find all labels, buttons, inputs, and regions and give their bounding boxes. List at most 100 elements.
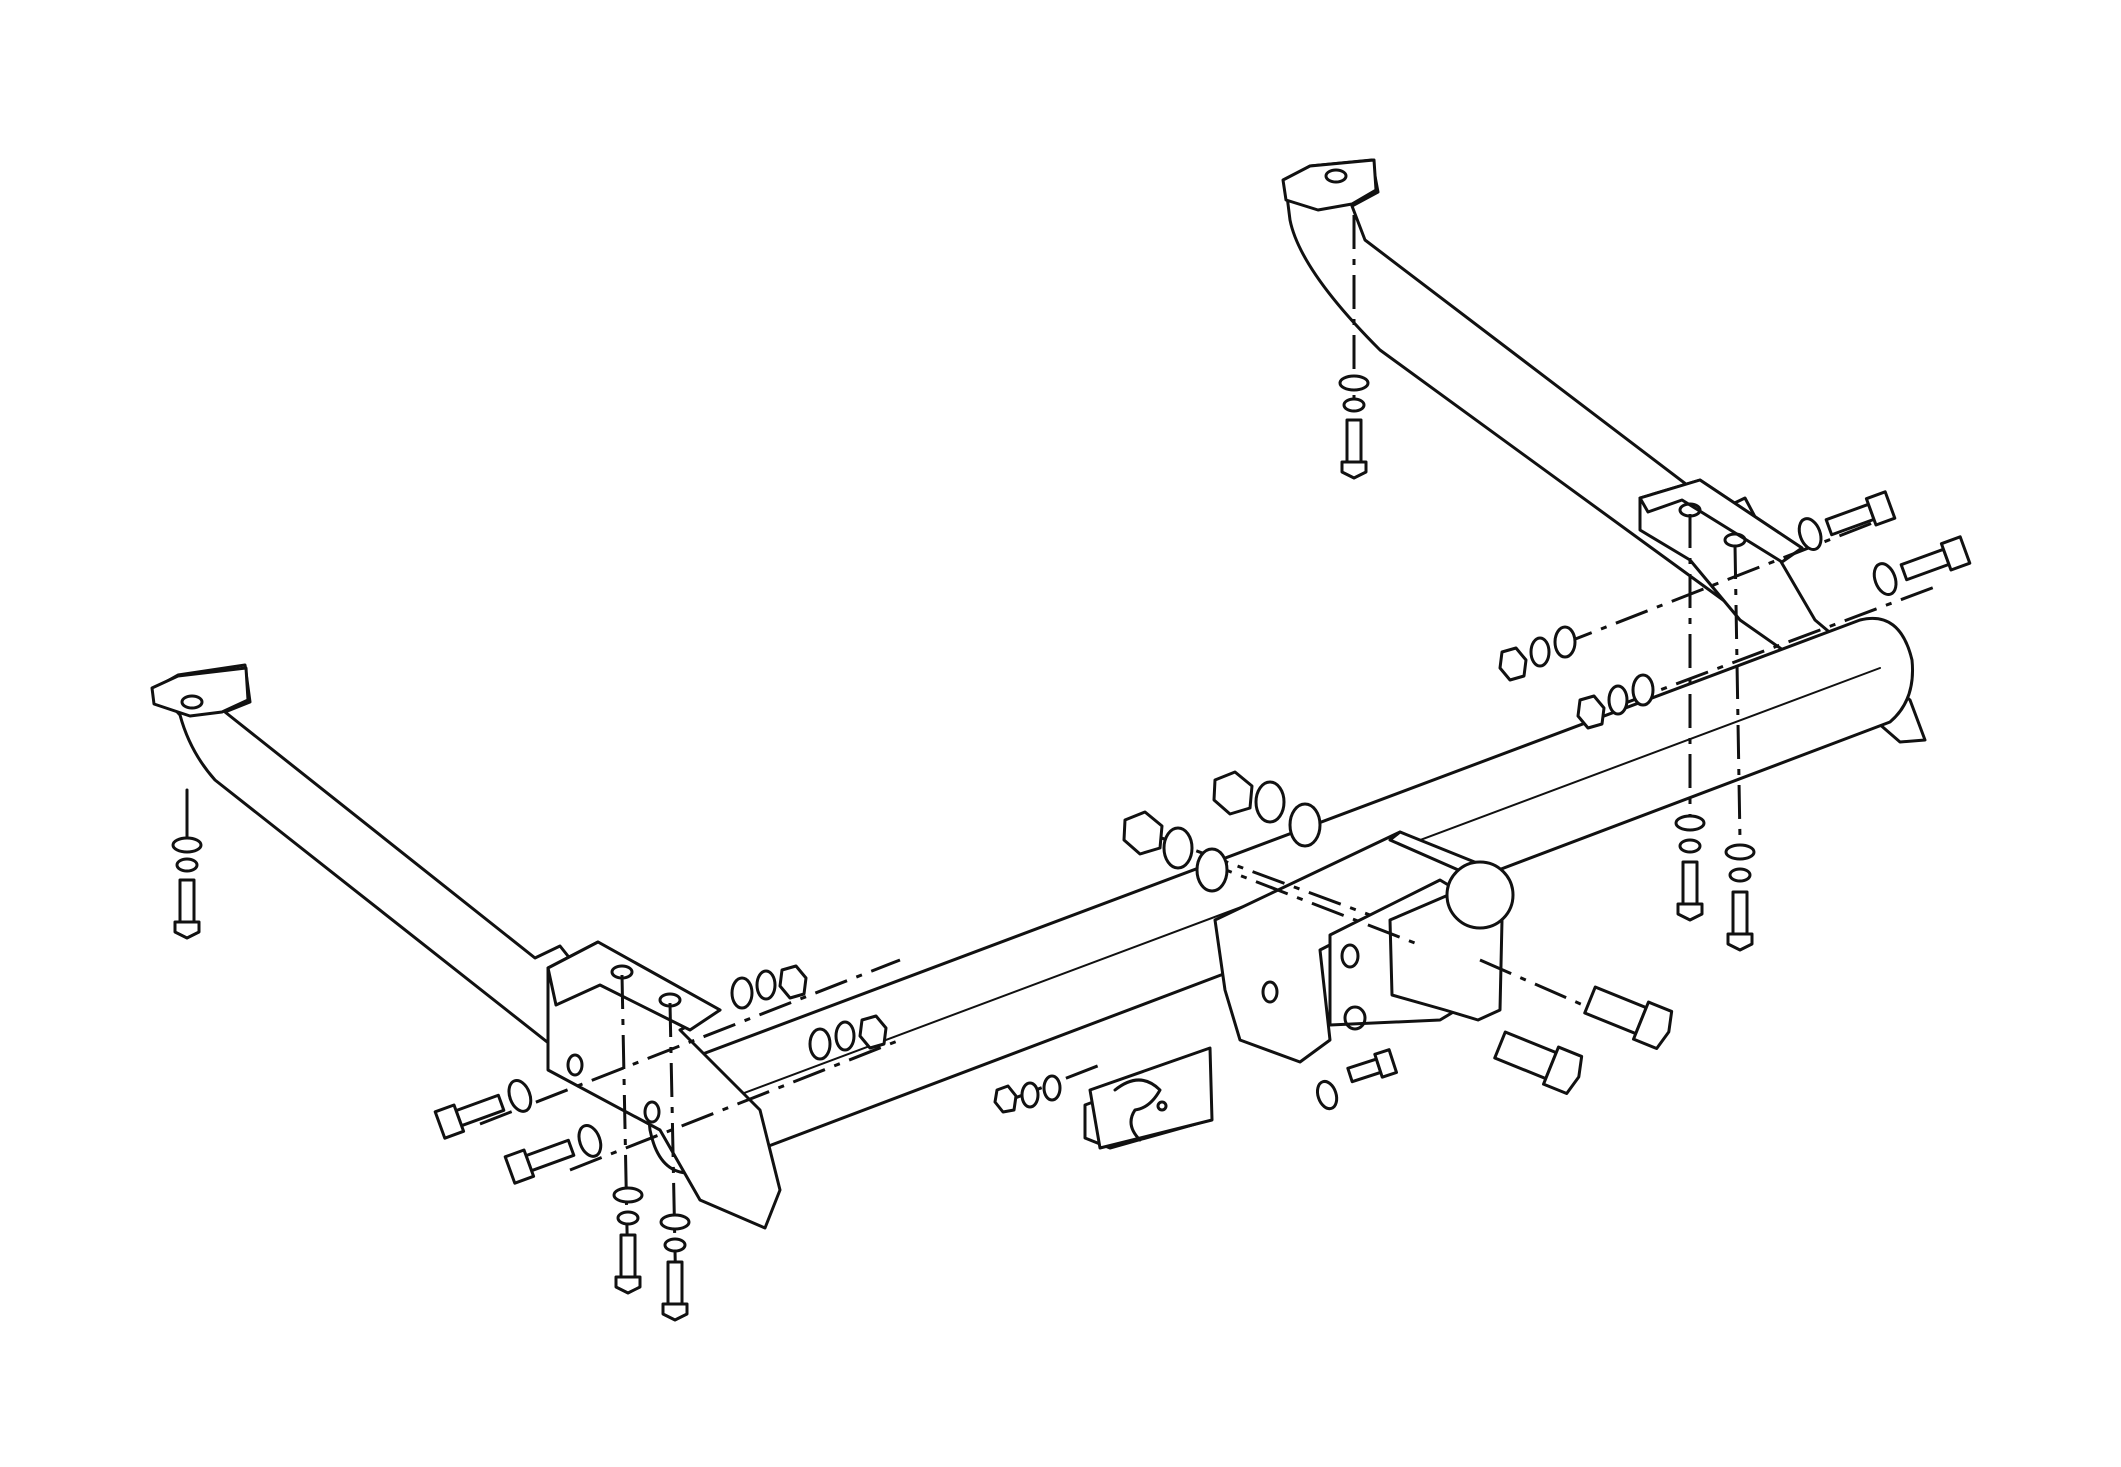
washer — [1678, 838, 1702, 854]
align-center-b — [1199, 858, 1421, 947]
bolt — [1346, 1057, 1383, 1084]
bolt — [1681, 860, 1699, 906]
washer — [730, 976, 754, 1010]
nut — [1122, 810, 1164, 856]
socket-cutout-icon — [1113, 1078, 1162, 1142]
nut — [858, 1014, 888, 1050]
center-bracket-hole — [1261, 980, 1279, 1004]
bolt-head — [1632, 1000, 1674, 1051]
align-left-lower-a — [479, 958, 901, 1126]
bolt-head — [1340, 460, 1368, 480]
bolt — [1345, 418, 1363, 464]
left-arm-top-flange — [150, 666, 250, 718]
stack-socket — [993, 1074, 1062, 1114]
nut — [1498, 646, 1528, 682]
tow-ball — [1445, 860, 1515, 930]
frame-assembly — [150, 158, 1927, 1230]
washer — [808, 1027, 832, 1061]
align-vert-right-2 — [1733, 544, 1742, 841]
washer — [1162, 826, 1194, 870]
align-center-a — [1139, 828, 1371, 917]
left-end-bracket-plate — [546, 940, 722, 1032]
nut — [993, 1084, 1018, 1114]
washer — [175, 857, 199, 873]
nut — [778, 964, 808, 1000]
bolt-stack-left-bracket-1 — [612, 1186, 644, 1295]
washer — [1254, 780, 1286, 824]
socket-screw-hole — [1156, 1100, 1168, 1112]
socket-plate-body — [1088, 1046, 1214, 1150]
align-vert-left-1 — [620, 974, 630, 1281]
tow-neck-lower-hole — [1343, 1005, 1367, 1031]
washer — [171, 836, 203, 854]
bolt-head — [1542, 1045, 1584, 1096]
bolt — [1731, 890, 1749, 936]
bolt-head — [503, 1148, 536, 1185]
bolt — [666, 1260, 684, 1306]
right-arm-top-hole — [1324, 168, 1348, 184]
stack-right-upper — [1498, 625, 1577, 682]
bolt — [454, 1093, 506, 1128]
washer — [663, 1237, 687, 1253]
washer — [834, 1020, 856, 1052]
bolt-left-lower — [503, 1124, 603, 1185]
bolt — [1899, 547, 1951, 582]
bolt-stack-left-bracket-2 — [659, 1213, 691, 1322]
bolt — [524, 1138, 576, 1173]
stack-left-lower — [808, 1014, 888, 1061]
washer — [1529, 636, 1551, 668]
washer — [1553, 625, 1577, 659]
bolt-right-lower — [1872, 535, 1972, 596]
left-bracket-hole-1 — [566, 1053, 584, 1077]
bolt-stack-right-bracket-2 — [1724, 843, 1756, 952]
bolt-left-upper — [433, 1079, 533, 1140]
bolt-head — [1373, 1048, 1399, 1079]
washer — [1342, 397, 1366, 413]
bolt-stack-right-arm — [1338, 374, 1370, 480]
bolt-head — [173, 920, 201, 940]
washer — [1724, 843, 1756, 861]
washer — [1872, 562, 1898, 596]
bolt-head — [1939, 535, 1972, 572]
washer — [507, 1079, 533, 1113]
nut — [1576, 694, 1606, 730]
bolt-center-large-2 — [1493, 1030, 1584, 1096]
vertical-fasteners — [171, 374, 1756, 1322]
alignment-lines — [185, 215, 1941, 1301]
align-right-upper-a — [1559, 518, 1881, 647]
right-end-bracket-plate — [1638, 478, 1804, 564]
washer — [1631, 673, 1655, 707]
washer — [1315, 1079, 1339, 1111]
right-arm-top-flange — [1281, 158, 1378, 212]
bolt-head — [1864, 490, 1897, 527]
align-right-upper-b — [1619, 583, 1941, 707]
bolt-stack-left-arm — [171, 836, 203, 940]
left-bracket-hole-2 — [643, 1100, 661, 1124]
washer — [659, 1213, 691, 1231]
left-arm-top-hole — [180, 694, 204, 710]
bolt-center-large-1 — [1583, 985, 1674, 1051]
bolt — [178, 878, 196, 924]
stack-right-lower — [1576, 673, 1655, 730]
left-mounting-arm — [153, 663, 597, 1062]
stack-center-lower — [1122, 810, 1229, 893]
horizontal-fasteners — [433, 490, 1972, 1185]
bolt-head — [1726, 932, 1754, 952]
washer — [1195, 847, 1229, 893]
nut-washer-stacks — [730, 625, 1655, 1114]
stack-left-upper — [730, 964, 808, 1010]
washer — [616, 1210, 640, 1226]
washer — [612, 1186, 644, 1204]
stack-center-upper — [1212, 770, 1322, 848]
bolt-center-small — [1315, 1048, 1399, 1111]
washer — [1674, 814, 1706, 832]
bolt-head — [661, 1302, 689, 1322]
washer — [1020, 1081, 1040, 1109]
bolt — [619, 1233, 637, 1279]
washer — [1607, 684, 1629, 716]
washer — [577, 1124, 603, 1158]
washer — [755, 969, 777, 1001]
washer — [1288, 802, 1322, 848]
bolt-head — [1676, 902, 1704, 922]
